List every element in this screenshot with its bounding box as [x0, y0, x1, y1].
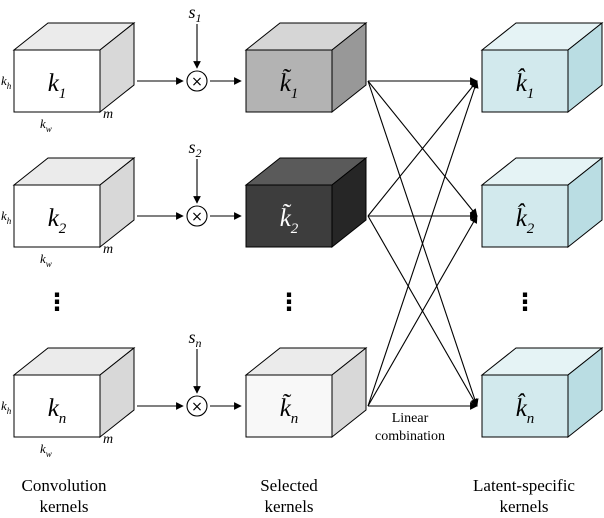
multiply-icon	[186, 395, 208, 417]
kernel-height-label: kh	[1, 73, 12, 91]
conv-kernel-box-1: k1 kh kw m	[1, 21, 136, 134]
linear-combination-note: Linear combination	[375, 411, 445, 444]
conv-kernel-box-n: kn kh kw m	[1, 346, 136, 459]
scale-unit-2: s2 ×	[137, 137, 242, 227]
conv-kernel-box-2: k2 kh kw m	[1, 156, 136, 269]
ellipsis-left: ⋮	[45, 288, 69, 316]
multiply-sign: ×	[191, 209, 203, 225]
latent-kernel-box-2: k̂2	[480, 156, 604, 249]
selected-kernel-box-n: k̃n	[244, 346, 368, 439]
box-front-face	[245, 184, 333, 248]
conv-kernel-label-n: kn	[48, 395, 67, 427]
combination-arrow-2-1	[367, 80, 478, 217]
kernel-width-label: kw	[40, 251, 52, 269]
latent-kernel-label-n: k̂n	[516, 393, 535, 427]
selected-kernel-label-1: k̃1	[280, 69, 299, 102]
kernel-depth-label: m	[103, 432, 113, 447]
box-front-face	[13, 374, 101, 438]
scale-unit-1: s1 ×	[137, 2, 242, 92]
box-front-face	[245, 49, 333, 113]
kernel-width-label: kw	[40, 116, 52, 134]
box-front-face	[481, 374, 569, 438]
kernel-width-label: kw	[40, 441, 52, 459]
selected-kernel-label-2: k̃2	[280, 204, 299, 237]
latent-kernel-label-1: k̂1	[516, 68, 535, 102]
conv-kernel-label-1: k1	[48, 70, 67, 102]
multiply-icon	[186, 205, 208, 227]
box-front-face	[13, 49, 101, 113]
latent-kernel-label-2: k̂2	[516, 203, 535, 237]
box-front-face	[245, 374, 333, 438]
box-front-face	[13, 184, 101, 248]
scale-label-2: s2	[188, 137, 201, 160]
caption-convolution-line1: Convolution	[21, 476, 107, 495]
ellipsis-right: ⋮	[513, 288, 537, 316]
scale-unit-n: sn ×	[137, 327, 242, 417]
caption-latent-line1: Latent-specific	[473, 476, 575, 495]
conv-kernel-label-2: k2	[48, 205, 67, 237]
box-front-face	[481, 184, 569, 248]
linear-note-line2: combination	[375, 429, 445, 444]
linear-combination-arrows	[367, 77, 479, 410]
selected-kernel-box-1: k̃1	[244, 21, 368, 114]
caption-selected-line2: kernels	[264, 497, 313, 516]
kernel-height-label: kh	[1, 398, 12, 416]
selected-kernel-box-2: k̃2	[244, 156, 368, 249]
latent-kernel-box-n: k̂n	[480, 346, 604, 439]
kernel-depth-label: m	[103, 107, 113, 122]
combination-arrow-n-1	[367, 80, 479, 407]
box-front-face	[481, 49, 569, 113]
multiply-sign: ×	[191, 74, 203, 90]
selected-kernel-label-n: k̃n	[280, 394, 299, 427]
kernel-depth-label: m	[103, 242, 113, 257]
scale-label-1: s1	[188, 2, 201, 25]
linear-note-line1: Linear	[392, 411, 429, 426]
scale-label-n: sn	[188, 327, 201, 350]
caption-convolution-line2: kernels	[39, 497, 88, 516]
kernel-height-label: kh	[1, 208, 12, 226]
multiply-sign: ×	[191, 399, 203, 415]
multiply-icon	[186, 70, 208, 92]
caption-latent-line2: kernels	[499, 497, 548, 516]
combination-arrow-n-2	[367, 215, 478, 407]
latent-kernel-box-1: k̂1	[480, 21, 604, 114]
ellipsis-middle: ⋮	[277, 288, 301, 316]
caption-selected-line1: Selected	[260, 476, 318, 495]
column-captions: Convolution kernels Selected kernels Lat…	[21, 476, 575, 516]
